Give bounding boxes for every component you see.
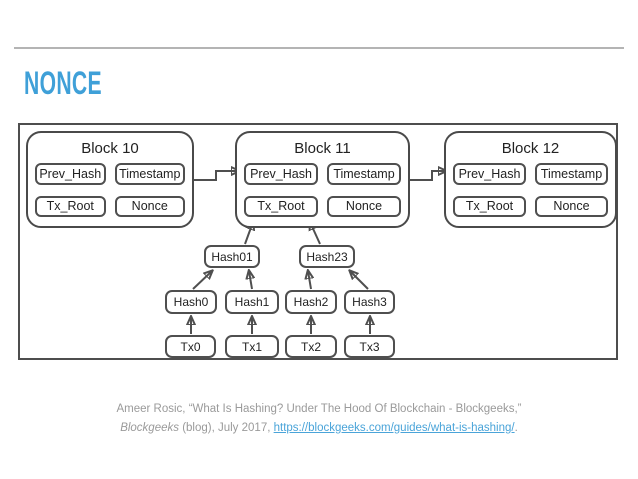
block-11: Block 11 Prev_Hash Timestamp Tx_Root Non… (235, 131, 410, 228)
block-12: Block 12 Prev_Hash Timestamp Tx_Root Non… (444, 131, 617, 228)
citation-middle: (blog), July 2017, (179, 421, 274, 434)
blockchain-diagram: Block 10 Prev_Hash Timestamp Tx_Root Non… (18, 123, 618, 360)
citation-work-title: Blockgeeks (120, 421, 179, 434)
citation-suffix: . (514, 421, 518, 434)
block-title: Block 10 (81, 140, 139, 157)
field-nonce: Nonce (535, 195, 608, 217)
block-10: Block 10 Prev_Hash Timestamp Tx_Root Non… (26, 131, 194, 228)
node-hash3: Hash3 (344, 290, 395, 314)
node-hash23: Hash23 (299, 245, 355, 268)
arrow-block10-to-block11 (194, 171, 239, 181)
citation-line1: Ameer Rosic, “What Is Hashing? Under The… (116, 403, 522, 415)
arrow-block11-to-block12 (410, 171, 446, 181)
node-hash01: Hash01 (204, 245, 260, 268)
page-title: NONCE (24, 65, 102, 101)
field-tx-root: Tx_Root (35, 195, 106, 217)
node-hash2: Hash2 (285, 290, 337, 314)
node-tx3: Tx3 (344, 335, 395, 358)
field-prev-hash: Prev_Hash (35, 163, 106, 185)
field-tx-root: Tx_Root (453, 195, 526, 217)
diagram-arrows (20, 125, 616, 334)
citation: Ameer Rosic, “What Is Hashing? Under The… (0, 400, 638, 437)
field-tx-root: Tx_Root (244, 195, 318, 217)
node-hash1: Hash1 (225, 290, 279, 314)
field-timestamp: Timestamp (114, 163, 185, 185)
block-title: Block 11 (294, 140, 351, 157)
top-divider-rule (14, 47, 624, 49)
field-prev-hash: Prev_Hash (244, 163, 318, 185)
field-timestamp: Timestamp (327, 163, 401, 185)
arrow-hash3-to-hash23 (350, 271, 369, 290)
node-tx2: Tx2 (285, 335, 337, 358)
block-title: Block 12 (501, 140, 560, 157)
citation-link[interactable]: https://blockgeeks.com/guides/what-is-ha… (273, 421, 515, 434)
node-hash0: Hash0 (165, 290, 217, 314)
field-prev-hash: Prev_Hash (453, 163, 526, 185)
arrow-hash2-to-hash23 (308, 271, 311, 290)
field-timestamp: Timestamp (535, 163, 608, 185)
node-tx1: Tx1 (225, 335, 279, 358)
arrow-hash1-to-hash01 (249, 271, 252, 290)
field-nonce: Nonce (114, 195, 185, 217)
node-tx0: Tx0 (165, 335, 216, 358)
arrow-hash0-to-hash01 (192, 271, 212, 290)
field-nonce: Nonce (327, 195, 401, 217)
